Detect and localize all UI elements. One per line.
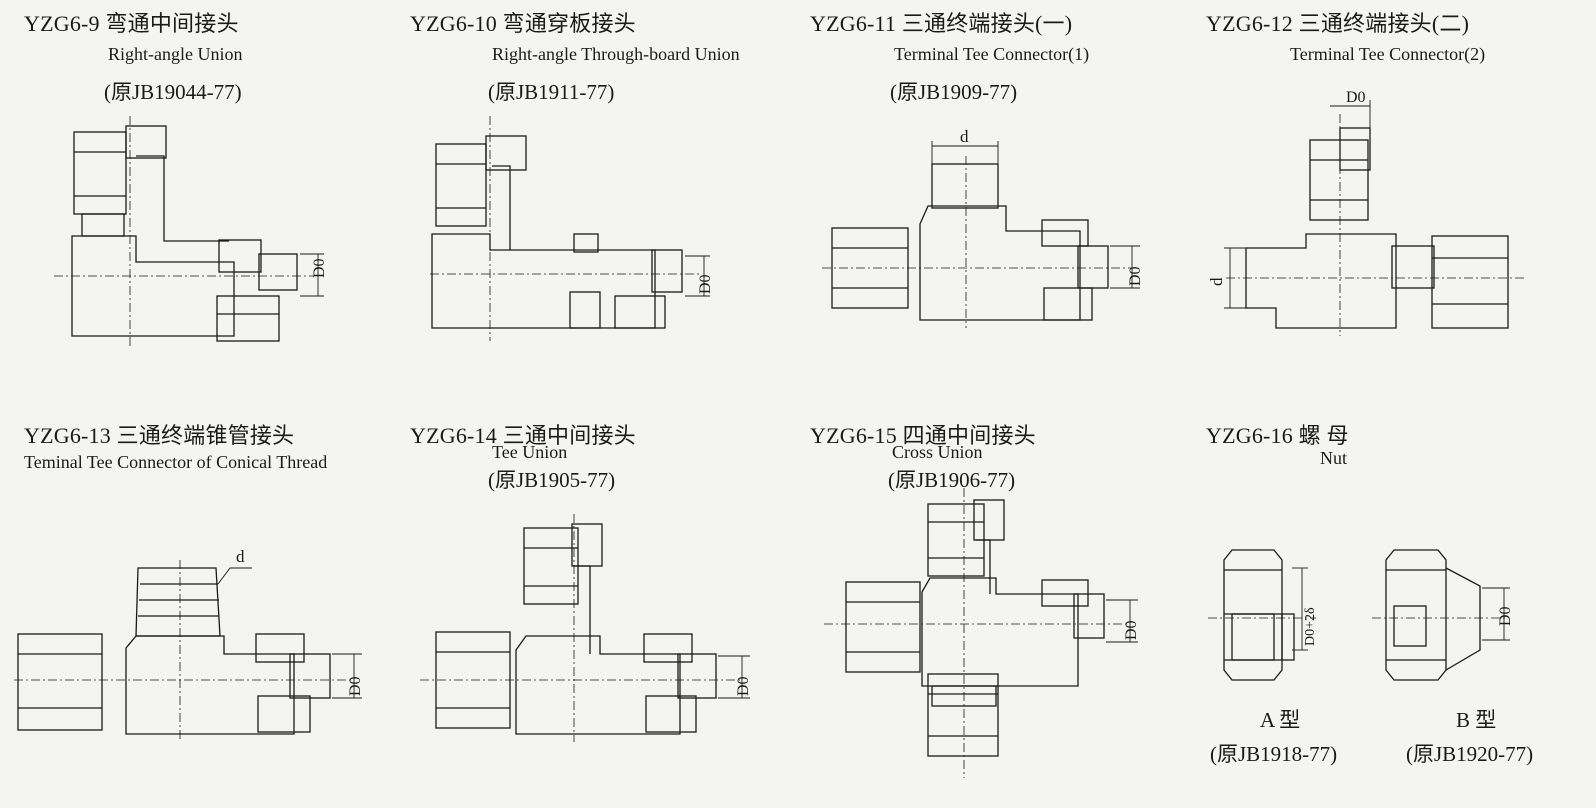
fitting-english-name: Terminal Tee Connector(1) (894, 44, 1090, 64)
fitting-english-name: Right-angle Through-board Union (492, 44, 740, 64)
nut-type-a-label: A 型 (1260, 708, 1301, 732)
drawing-right-angle-through-board-union: D0 (430, 116, 714, 341)
fitting-english-name: Cross Union (892, 442, 983, 462)
fitting-yzg6-15: YZG6-15 四通中间接头 Cross Union (原JB1906-77) (810, 418, 1200, 808)
fitting-title: YZG6-13 三通终端锥管接头 (24, 423, 295, 448)
fitting-english-name: Teminal Tee Connector of Conical Thread (24, 452, 328, 472)
fitting-original-standard: (原JB19044-77) (104, 80, 242, 104)
fitting-title: YZG6-15 四通中间接头 (810, 423, 1036, 448)
drawing-terminal-tee-connector-2: D0 d (1207, 89, 1526, 336)
fitting-original-standard: (原JB1905-77) (488, 468, 616, 492)
fitting-title: YZG6-9 弯通中间接头 (24, 11, 239, 36)
dimension-label-d0: D0 (311, 258, 328, 278)
dimension-label-d0: D0 (697, 274, 714, 294)
dimension-label-d: d (1207, 277, 1226, 286)
fitting-original-standard: (原JB1909-77) (890, 80, 1018, 104)
dimension-label-d: d (236, 547, 245, 566)
drawing-cross-union: D0 (824, 488, 1140, 778)
nut-type-a-original-standard: (原JB1918-77) (1210, 742, 1338, 766)
fitting-english-name: Right-angle Union (108, 44, 243, 64)
dimension-label-d0: D0 (1497, 606, 1514, 626)
fitting-original-standard: (原JB1906-77) (888, 468, 1016, 492)
dimension-label-d0-plus-2-delta: D0+2δ (1303, 607, 1318, 646)
dimension-label-d0: D0 (1346, 89, 1366, 106)
dimension-label-d0: D0 (1127, 266, 1144, 286)
drawing-nut: D0+2δ D0 (1208, 549, 1514, 681)
nut-type-b-label: B 型 (1456, 708, 1497, 732)
fitting-yzg6-16: YZG6-16 螺 母 Nut D0+2δ D0 A 型 (1206, 418, 1596, 808)
drawing-terminal-tee-conical-thread: d D0 (14, 547, 364, 742)
dimension-label-d0: D0 (735, 676, 752, 696)
fitting-yzg6-13: YZG6-13 三通终端锥管接头 Teminal Tee Connector o… (14, 418, 414, 808)
fitting-yzg6-12: YZG6-12 三通终端接头(二) Terminal Tee Connector… (1206, 6, 1596, 396)
dimension-label-d0: D0 (1123, 620, 1140, 640)
fitting-yzg6-10: YZG6-10 弯通穿板接头 Right-angle Through-board… (410, 6, 800, 396)
catalog-sheet: YZG6-9 弯通中间接头 Right-angle Union (原JB1904… (14, 6, 1596, 778)
drawing-terminal-tee-connector-1: d D0 (822, 127, 1144, 328)
fitting-english-name: Nut (1320, 448, 1347, 468)
fitting-original-standard: (原JB1911-77) (488, 80, 615, 104)
drawing-tee-union: D0 (420, 514, 752, 742)
fitting-title: YZG6-10 弯通穿板接头 (410, 11, 636, 36)
fitting-title: YZG6-14 三通中间接头 (410, 423, 636, 448)
dimension-label-d: d (960, 127, 969, 146)
fitting-title: YZG6-16 螺 母 (1206, 423, 1349, 448)
fitting-title: YZG6-11 三通终端接头(一) (810, 11, 1073, 36)
fitting-yzg6-9: YZG6-9 弯通中间接头 Right-angle Union (原JB1904… (24, 6, 414, 396)
fitting-title: YZG6-12 三通终端接头(二) (1206, 11, 1470, 36)
drawing-right-angle-union: D0 (54, 116, 328, 346)
fitting-yzg6-14: YZG6-14 三通中间接头 Tee Union (原JB1905-77) D0 (410, 418, 800, 808)
fitting-english-name: Terminal Tee Connector(2) (1290, 44, 1486, 64)
fitting-english-name: Tee Union (492, 442, 568, 462)
dimension-label-d0: D0 (347, 676, 364, 696)
fitting-yzg6-11: YZG6-11 三通终端接头(一) Terminal Tee Connector… (810, 6, 1200, 396)
nut-type-b-original-standard: (原JB1920-77) (1406, 742, 1534, 766)
